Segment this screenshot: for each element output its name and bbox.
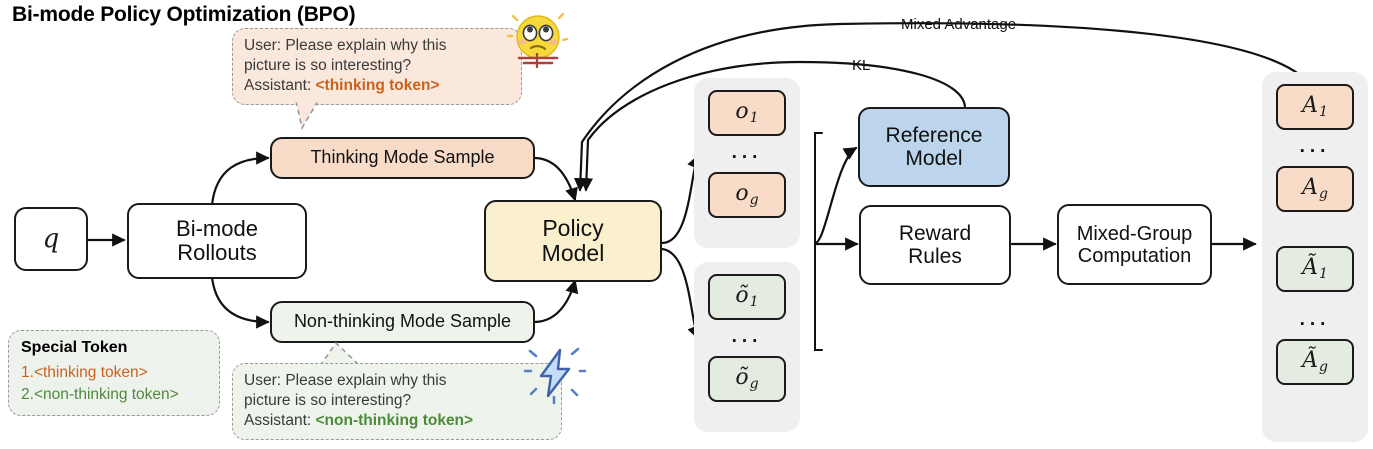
policy-model-line2: Model	[541, 240, 605, 266]
advantage-ag-sub: g	[1318, 185, 1328, 202]
thinking-outputs-panel: o1 ... og	[694, 78, 800, 248]
mixed-advantage-edge-label: Mixed Advantage	[901, 16, 1017, 33]
legend-item-thinking-label: <thinking token>	[33, 364, 148, 381]
edge-mixed-advantage-feedback	[573, 22, 1302, 192]
advantage-atilde1-sub: 1	[1318, 265, 1328, 282]
advantages-ellipsis-thinking: ...	[1299, 136, 1331, 157]
nonthinking-output-first: õ1	[708, 274, 786, 320]
special-token-legend: Special Token 1.<thinking token> 2.<non-…	[8, 330, 220, 416]
policy-model-line1: Policy	[542, 214, 604, 241]
thinking-bubble-line1: User: Please explain why this	[244, 37, 447, 54]
rollouts-line2: Rollouts	[177, 240, 257, 265]
nonthinking-output-last-base: õ	[735, 364, 749, 390]
thinking-token-label: <thinking token>	[315, 77, 440, 95]
legend-item-nonthinking: 2.<non-thinking token>	[21, 384, 209, 406]
nonthinking-output-last-sub: g	[749, 375, 759, 392]
query-node: q	[14, 207, 88, 271]
reference-model-line1: Reference	[885, 123, 983, 147]
thinking-bubble-prefix: Assistant:	[244, 77, 316, 95]
edge-rollouts-to-nonthinking	[210, 275, 270, 329]
mixed-group-line2: Computation	[1077, 244, 1192, 267]
reference-model-node: Reference Model	[858, 107, 1010, 187]
thinking-output-last-sub: g	[749, 191, 759, 208]
advantage-atilde1-base: Ã	[1302, 254, 1318, 280]
nonthinking-outputs-panel: õ1 ... õg	[694, 262, 800, 432]
advantage-atildeg: Ãg	[1276, 339, 1354, 385]
nonthinking-output-last: õg	[708, 356, 786, 402]
edge-thinking-to-policy	[532, 156, 578, 202]
nonthinking-mode-sample-label: Non-thinking Mode Sample	[293, 311, 512, 332]
nonthinking-bubble-line3: Assistant: <non-thinking token>	[244, 411, 551, 431]
nonthinking-bubble-prefix: Assistant:	[244, 412, 316, 430]
edge-policy-to-nonthinking-outputs	[660, 247, 700, 340]
reward-rules-line2: Rules	[908, 245, 962, 268]
rollouts-line1: Bi-mode	[176, 215, 258, 241]
advantage-a1-sub: 1	[1318, 103, 1328, 120]
query-label: q	[42, 223, 60, 254]
reward-rules-node: Reward Rules	[859, 205, 1011, 285]
thinking-bubble-line2: picture is so interesting?	[244, 57, 412, 75]
nonthinking-token-label: <non-thinking token>	[315, 412, 474, 430]
legend-item-thinking-index: 1.	[21, 364, 34, 381]
nonthinking-output-first-sub: 1	[749, 293, 759, 310]
nonthinking-output-first-base: õ	[735, 282, 749, 308]
mixed-group-line1: Mixed-Group	[1076, 222, 1193, 245]
outputs-bracket	[814, 132, 823, 351]
edge-rollouts-to-thinking	[210, 151, 270, 207]
edge-policy-to-thinking-outputs	[660, 154, 700, 245]
edge-outputs-to-reference	[813, 146, 858, 245]
legend-title: Special Token	[21, 339, 128, 356]
advantage-a1-base: A	[1302, 92, 1318, 118]
nonthinking-bubble-line2: picture is so interesting?	[244, 392, 412, 410]
policy-model-node: Policy Model	[484, 200, 662, 282]
high-voltage-emoji	[523, 347, 587, 405]
legend-item-nonthinking-label: <non-thinking token>	[33, 386, 179, 403]
thinking-mode-sample-node: Thinking Mode Sample	[270, 137, 535, 179]
reference-model-line2: Model	[905, 147, 963, 170]
edge-kl-feedback	[579, 60, 967, 192]
advantages-ellipsis-nonthinking: ...	[1299, 309, 1331, 330]
thinking-output-last: og	[708, 172, 786, 218]
thinking-face-emoji	[506, 12, 569, 68]
thinking-bubble-tail	[294, 99, 320, 131]
thinking-mode-bubble: User: Please explain why this picture is…	[232, 28, 522, 106]
thinking-bubble-line3: Assistant: <thinking token>	[244, 76, 511, 96]
legend-item-nonthinking-index: 2.	[21, 386, 34, 403]
nonthinking-bubble-line1: User: Please explain why this	[244, 372, 447, 389]
advantage-atildeg-base: Ã	[1302, 347, 1318, 373]
advantages-panel: A1 ... Ag Ã1 ... Ãg	[1262, 72, 1368, 442]
thinking-output-first-sub: 1	[749, 109, 759, 126]
advantage-atilde1: Ã1	[1276, 246, 1354, 292]
thinking-output-last-base: o	[735, 180, 749, 206]
nonthinking-mode-bubble: User: Please explain why this picture is…	[232, 363, 562, 441]
thinking-output-first: o1	[708, 90, 786, 136]
thinking-output-first-base: o	[735, 98, 749, 124]
advantage-ag-base: A	[1302, 174, 1318, 200]
edge-nonthinking-to-policy	[532, 279, 579, 324]
page-title: Bi-mode Policy Optimization (BPO)	[12, 3, 356, 26]
advantage-ag: Ag	[1276, 166, 1354, 212]
kl-edge-label: KL	[852, 57, 871, 74]
bimode-rollouts-node: Bi-mode Rollouts	[127, 203, 307, 279]
legend-item-thinking: 1.<thinking token>	[21, 362, 209, 384]
thinking-mode-sample-label: Thinking Mode Sample	[310, 147, 495, 168]
advantage-a1: A1	[1276, 84, 1354, 130]
advantage-atildeg-sub: g	[1318, 358, 1328, 375]
nonthinking-outputs-ellipsis: ...	[731, 326, 763, 347]
thinking-outputs-ellipsis: ...	[731, 142, 763, 163]
reward-rules-line1: Reward	[898, 221, 972, 245]
nonthinking-mode-sample-node: Non-thinking Mode Sample	[270, 301, 535, 343]
mixed-group-computation-node: Mixed-Group Computation	[1057, 204, 1212, 285]
